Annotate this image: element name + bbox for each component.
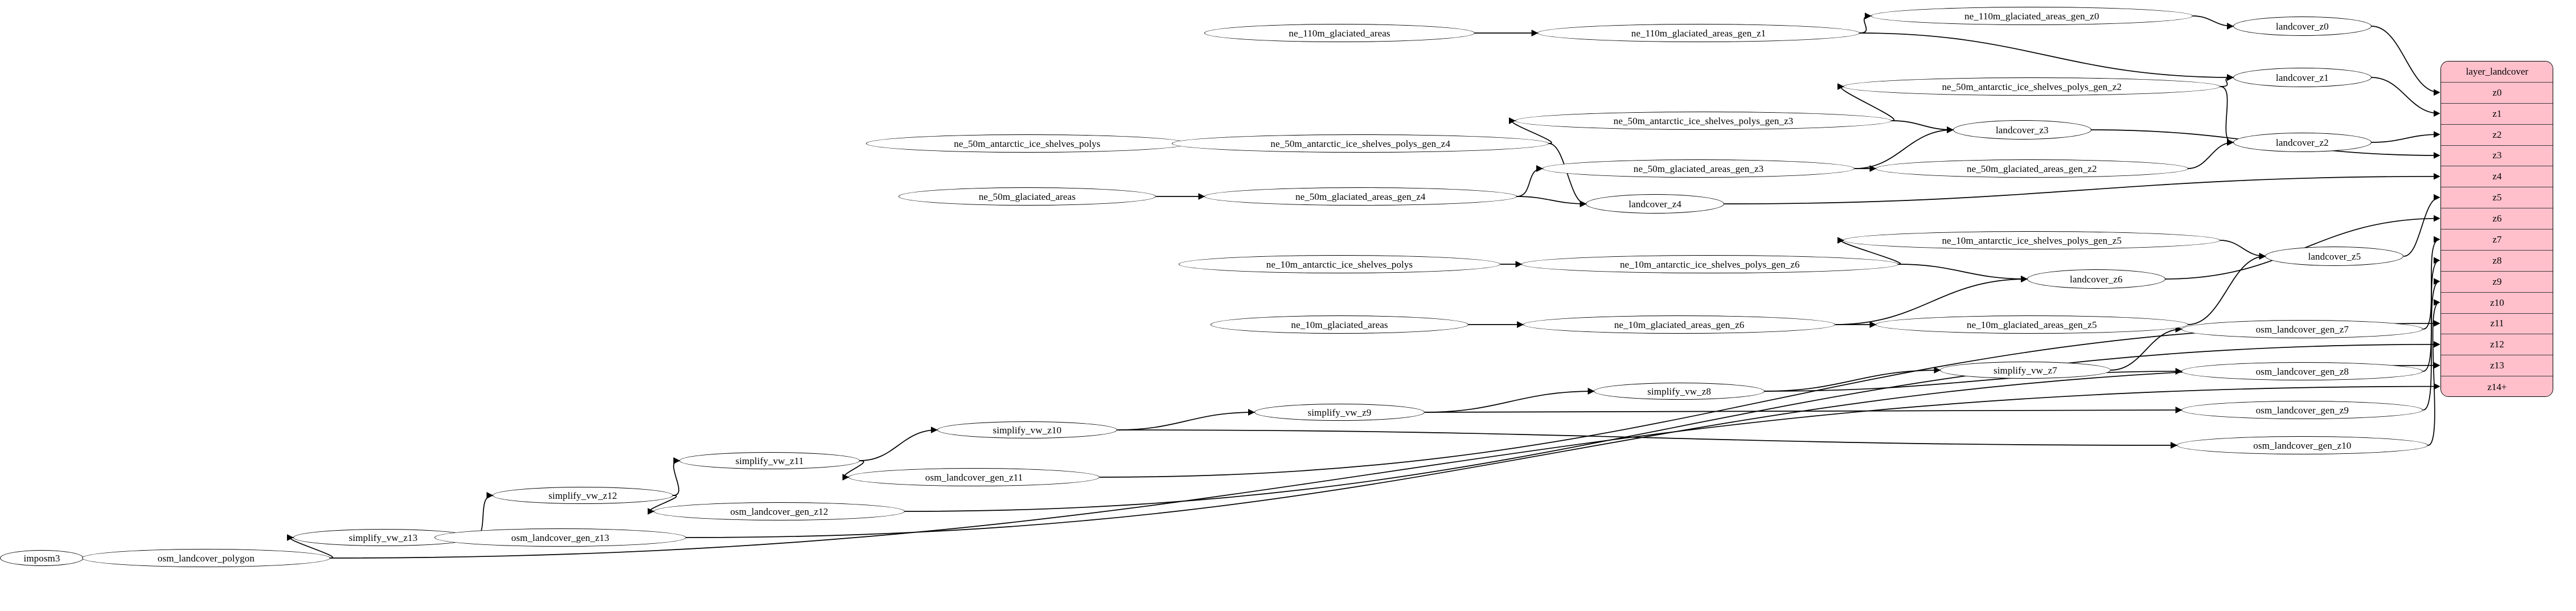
graph-edge-simplify_vw_z10-to-simplify_vw_z9 bbox=[1117, 409, 1255, 430]
table-row-z14plus[interactable]: z14+ bbox=[2441, 376, 2553, 396]
graph-node-osm_landcover_gen_z13[interactable]: osm_landcover_gen_z13 bbox=[434, 528, 686, 547]
graph-node-ne_50m_antarctic_ice_shelves_polys_gen_z2[interactable]: ne_50m_antarctic_ice_shelves_polys_gen_z… bbox=[1843, 77, 2221, 96]
graph-node-ne_50m_glaciated_areas[interactable]: ne_50m_glaciated_areas bbox=[898, 187, 1156, 206]
graph-node-osm_landcover_gen_z11[interactable]: osm_landcover_gen_z11 bbox=[848, 468, 1100, 486]
graph-edge-simplify_vw_z11-to-osm_landcover_gen_z11 bbox=[842, 460, 864, 481]
graph-node-simplify_vw_z10[interactable]: simplify_vw_z10 bbox=[937, 421, 1118, 438]
graph-node-ne_10m_antarctic_ice_shelves_polys_gen_z5[interactable]: ne_10m_antarctic_ice_shelves_polys_gen_z… bbox=[1843, 231, 2221, 249]
graph-edge-ne_50m_antarctic_ice_shelves_polys_gen_z4-to-ne_50m_antarctic_ice_shelves_polys_gen_z3 bbox=[1508, 117, 1552, 144]
graph-edge-ne_50m_glaciated_areas_gen_z4-to-ne_50m_glaciated_areas_gen_z3 bbox=[1516, 165, 1543, 197]
graph-edge-ne_50m_glaciated_areas_gen_z2-to-landcover_z2 bbox=[2188, 139, 2234, 169]
graph-edge-osm_landcover_gen_z13-to-layer_landcover_z13 bbox=[686, 362, 2440, 538]
table-row-z1[interactable]: z1 bbox=[2441, 103, 2553, 125]
graph-node-simplify_vw_z9[interactable]: simplify_vw_z9 bbox=[1254, 404, 1425, 421]
graph-node-ne_50m_antarctic_ice_shelves_polys[interactable]: ne_50m_antarctic_ice_shelves_polys bbox=[866, 134, 1188, 153]
table-row-z7[interactable]: z7 bbox=[2441, 229, 2553, 251]
graph-edge-simplify_vw_z11-to-simplify_vw_z10 bbox=[859, 427, 938, 461]
graph-node-ne_50m_glaciated_areas_gen_z2[interactable]: ne_50m_glaciated_areas_gen_z2 bbox=[1876, 159, 2188, 178]
graph-edge-landcover_z0-to-layer_landcover_z0 bbox=[2371, 26, 2440, 96]
graph-edge-ne_50m_glaciated_areas_gen_z4-to-landcover_z4 bbox=[1516, 196, 1587, 207]
graph-edge-ne_10m_antarctic_ice_shelves_polys_gen_z5-to-landcover_z5 bbox=[2220, 240, 2266, 260]
table-row-z12[interactable]: z12 bbox=[2441, 334, 2553, 356]
graph-node-osm_landcover_gen_z10[interactable]: osm_landcover_gen_z10 bbox=[2176, 436, 2428, 454]
graph-edge-landcover_z1-to-layer_landcover_z1 bbox=[2371, 77, 2440, 117]
graph-node-ne_10m_antarctic_ice_shelves_polys[interactable]: ne_10m_antarctic_ice_shelves_polys bbox=[1178, 255, 1501, 273]
graph-edge-ne_10m_antarctic_ice_shelves_polys_gen_z6-to-ne_10m_antarctic_ice_shelves_polys_gen_z5 bbox=[1837, 237, 1901, 265]
graph-edge-ne_110m_glaciated_areas_gen_z1-to-landcover_z1 bbox=[1859, 32, 2234, 81]
graph-edge-ne_10m_antarctic_ice_shelves_polys_gen_z6-to-landcover_z6 bbox=[1898, 264, 2028, 282]
graph-edge-ne_10m_glaciated_areas_gen_z6-to-landcover_z6 bbox=[1835, 276, 2028, 325]
table-row-z2[interactable]: z2 bbox=[2441, 124, 2553, 146]
graph-edge-simplify_vw_z12-to-osm_landcover_gen_z12 bbox=[647, 495, 677, 515]
graph-node-landcover_z1[interactable]: landcover_z1 bbox=[2233, 68, 2372, 87]
graph-node-landcover_z5[interactable]: landcover_z5 bbox=[2265, 247, 2404, 266]
graph-node-osm_landcover_gen_z7[interactable]: osm_landcover_gen_z7 bbox=[2181, 320, 2423, 338]
graph-node-simplify_vw_z7[interactable]: simplify_vw_z7 bbox=[1940, 362, 2111, 379]
graph-node-landcover_z3[interactable]: landcover_z3 bbox=[1952, 120, 2091, 140]
table-header-layer-landcover: layer_landcover bbox=[2441, 61, 2553, 83]
table-row-z0[interactable]: z0 bbox=[2441, 82, 2553, 104]
graph-node-ne_10m_glaciated_areas[interactable]: ne_10m_glaciated_areas bbox=[1211, 315, 1469, 334]
graph-edge-landcover_z5-to-layer_landcover_z5 bbox=[2403, 194, 2440, 257]
table-row-z9[interactable]: z9 bbox=[2441, 271, 2553, 293]
graph-edge-ne_50m_antarctic_ice_shelves_polys_gen_z3-to-ne_50m_antarctic_ice_shelves_polys_gen_z2 bbox=[1837, 83, 1894, 121]
graph-edge-ne_50m_antarctic_ice_shelves_polys_gen_z2-to-landcover_z1 bbox=[2220, 74, 2234, 87]
graph-node-landcover_z0[interactable]: landcover_z0 bbox=[2233, 17, 2372, 36]
graph-node-ne_110m_glaciated_areas_gen_z0[interactable]: ne_110m_glaciated_areas_gen_z0 bbox=[1871, 7, 2193, 25]
graph-node-ne_10m_antarctic_ice_shelves_polys_gen_z6[interactable]: ne_10m_antarctic_ice_shelves_polys_gen_z… bbox=[1521, 255, 1898, 273]
graph-node-ne_10m_glaciated_areas_gen_z5[interactable]: ne_10m_glaciated_areas_gen_z5 bbox=[1876, 315, 2188, 334]
table-row-z4[interactable]: z4 bbox=[2441, 166, 2553, 188]
graph-edge-landcover_z2-to-layer_landcover_z2 bbox=[2371, 131, 2440, 143]
graph-edge-osm_landcover_gen_z12-to-layer_landcover_z12 bbox=[905, 341, 2440, 512]
graph-edge-osm_landcover_gen_z11-to-layer_landcover_z11 bbox=[1100, 319, 2440, 478]
graph-edge-simplify_vw_z10-to-osm_landcover_gen_z10 bbox=[1117, 429, 2177, 449]
graph-node-imposm3[interactable]: imposm3 bbox=[0, 550, 84, 566]
graph-node-landcover_z2[interactable]: landcover_z2 bbox=[2233, 133, 2372, 152]
table-row-z6[interactable]: z6 bbox=[2441, 208, 2553, 229]
graph-node-ne_50m_glaciated_areas_gen_z3[interactable]: ne_50m_glaciated_areas_gen_z3 bbox=[1542, 159, 1855, 178]
graph-edge-simplify_vw_z8-to-simplify_vw_z7 bbox=[1764, 367, 1941, 392]
graph-edge-simplify_vw_z12-to-simplify_vw_z11 bbox=[672, 457, 680, 496]
table-row-z8[interactable]: z8 bbox=[2441, 250, 2553, 272]
table-row-z3[interactable]: z3 bbox=[2441, 145, 2553, 167]
graph-edge-osm_landcover_polygon-to-layer_landcover_z14_ bbox=[330, 383, 2440, 559]
graph-edge-ne_50m_glaciated_areas_gen_z3-to-landcover_z3 bbox=[1855, 126, 1954, 169]
graph-edge-simplify_vw_z8-to-osm_landcover_gen_z8 bbox=[1764, 368, 2183, 392]
graph-node-osm_landcover_gen_z12[interactable]: osm_landcover_gen_z12 bbox=[653, 502, 905, 520]
graph-edge-simplify_vw_z9-to-simplify_vw_z8 bbox=[1425, 388, 1595, 413]
graph-node-landcover_z6[interactable]: landcover_z6 bbox=[2027, 269, 2165, 289]
graph-edge-ne_10m_glaciated_areas_gen_z5-to-landcover_z5 bbox=[2188, 253, 2266, 325]
graph-node-ne_50m_antarctic_ice_shelves_polys_gen_z4[interactable]: ne_50m_antarctic_ice_shelves_polys_gen_z… bbox=[1172, 134, 1549, 153]
graph-edge-ne_50m_antarctic_ice_shelves_polys_gen_z2-to-landcover_z2 bbox=[2220, 86, 2234, 146]
graph-edge-landcover_z4-to-layer_landcover_z4 bbox=[1724, 173, 2440, 204]
graph-node-ne_50m_glaciated_areas_gen_z4[interactable]: ne_50m_glaciated_areas_gen_z4 bbox=[1204, 187, 1517, 206]
graph-edge-ne_50m_antarctic_ice_shelves_polys_gen_z4-to-landcover_z4 bbox=[1548, 143, 1587, 207]
graph-node-simplify_vw_z11[interactable]: simplify_vw_z11 bbox=[679, 452, 860, 469]
graph-edge-ne_110m_glaciated_areas_gen_z1-to-ne_110m_glaciated_areas_gen_z0 bbox=[1859, 13, 1872, 34]
graph-edge-osm_landcover_polygon-to-simplify_vw_z13 bbox=[286, 534, 333, 559]
graph-node-ne_50m_antarctic_ice_shelves_polys_gen_z3[interactable]: ne_50m_antarctic_ice_shelves_polys_gen_z… bbox=[1515, 112, 1892, 130]
graph-node-ne_110m_glaciated_areas[interactable]: ne_110m_glaciated_areas bbox=[1204, 24, 1475, 42]
graph-edge-simplify_vw_z9-to-osm_landcover_gen_z9 bbox=[1425, 407, 2183, 413]
graph-edge-osm_landcover_gen_z7-to-layer_landcover_z7 bbox=[2423, 236, 2440, 330]
table-row-z10[interactable]: z10 bbox=[2441, 292, 2553, 314]
table-row-z13[interactable]: z13 bbox=[2441, 355, 2553, 377]
graph-node-osm_landcover_gen_z9[interactable]: osm_landcover_gen_z9 bbox=[2181, 401, 2423, 419]
graph-node-simplify_vw_z12[interactable]: simplify_vw_z12 bbox=[493, 487, 673, 504]
graph-edge-osm_landcover_gen_z8-to-layer_landcover_z8 bbox=[2423, 257, 2440, 372]
graph-edge-ne_110m_glaciated_areas_gen_z0-to-landcover_z0 bbox=[2193, 15, 2234, 30]
graph-node-landcover_z4[interactable]: landcover_z4 bbox=[1586, 194, 1725, 214]
table-row-z11[interactable]: z11 bbox=[2441, 313, 2553, 335]
table-row-z5[interactable]: z5 bbox=[2441, 187, 2553, 209]
graph-node-simplify_vw_z8[interactable]: simplify_vw_z8 bbox=[1594, 383, 1765, 400]
graph-node-ne_10m_glaciated_areas_gen_z6[interactable]: ne_10m_glaciated_areas_gen_z6 bbox=[1523, 315, 1836, 334]
graph-edge-ne_50m_antarctic_ice_shelves_polys_gen_z3-to-landcover_z3 bbox=[1892, 120, 1954, 133]
graph-node-osm_landcover_gen_z8[interactable]: osm_landcover_gen_z8 bbox=[2181, 362, 2423, 380]
graph-edge-osm_landcover_gen_z10-to-layer_landcover_z10 bbox=[2427, 299, 2440, 446]
graph-node-osm_landcover_polygon[interactable]: osm_landcover_polygon bbox=[82, 549, 330, 567]
graph-edge-simplify_vw_z7-to-osm_landcover_gen_z7 bbox=[2110, 326, 2183, 371]
graph-node-ne_110m_glaciated_areas_gen_z1[interactable]: ne_110m_glaciated_areas_gen_z1 bbox=[1537, 24, 1860, 42]
